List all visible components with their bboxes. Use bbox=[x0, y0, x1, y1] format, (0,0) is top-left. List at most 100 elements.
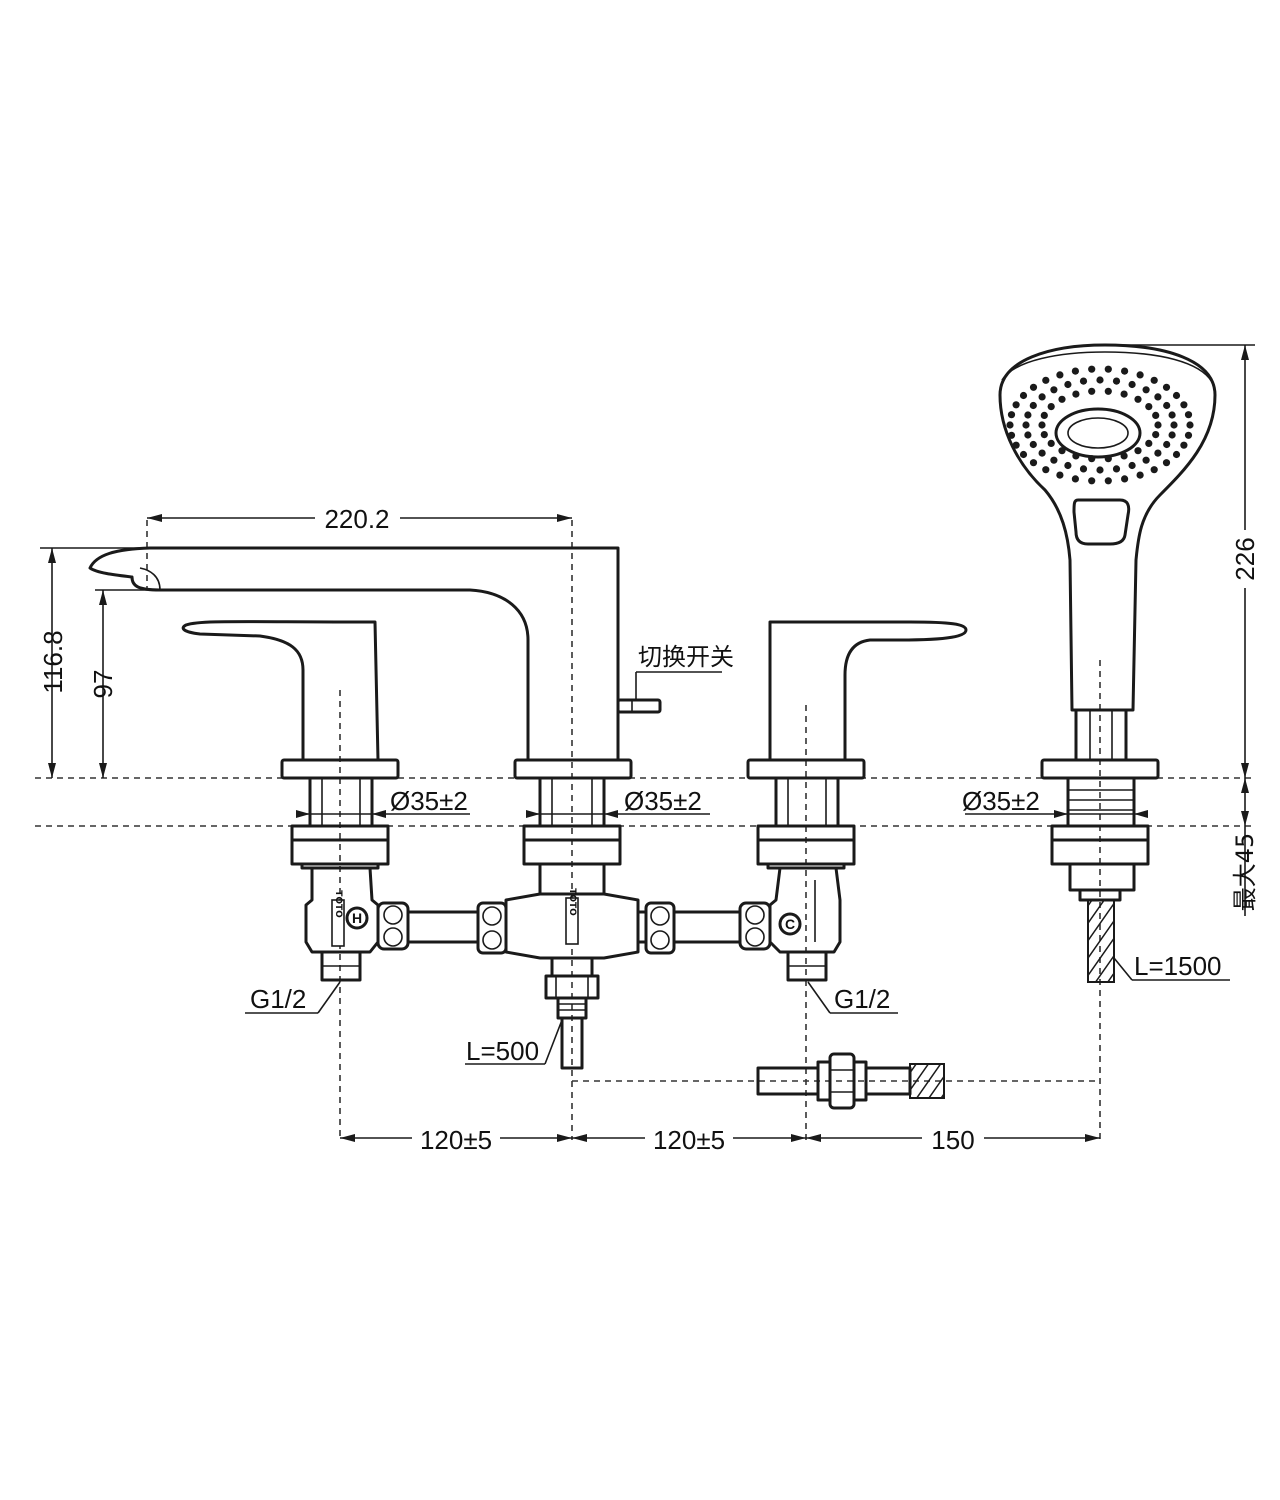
nozzle-dot bbox=[1029, 383, 1038, 391]
nozzle-dot bbox=[1056, 371, 1064, 379]
nozzle-dot bbox=[1088, 365, 1096, 373]
nozzle-dot bbox=[1184, 411, 1193, 419]
nozzle-dot bbox=[1128, 380, 1136, 389]
dimension-spacing-left: 120±5 bbox=[340, 1124, 572, 1155]
dimension-outlet-height: 97 bbox=[88, 589, 160, 778]
nozzle-dot bbox=[1047, 439, 1055, 447]
nozzle-dot bbox=[1134, 447, 1142, 455]
nozzle-dot bbox=[1038, 393, 1046, 401]
dimension-hole-diameter-3: Ø35±2 bbox=[962, 786, 1148, 818]
nozzle-dot bbox=[1186, 421, 1194, 429]
svg-text:120±5: 120±5 bbox=[653, 1125, 725, 1155]
svg-text:97: 97 bbox=[88, 670, 118, 699]
nozzle-dot bbox=[1142, 456, 1150, 464]
nozzle-dot bbox=[1040, 411, 1048, 419]
cold-symbol: C bbox=[785, 916, 795, 932]
callout-inlet-thread-right: G1/2 bbox=[807, 981, 898, 1014]
nozzle-dot bbox=[1120, 390, 1128, 398]
nozzle-dot bbox=[1112, 465, 1121, 473]
hot-symbol: H bbox=[352, 910, 362, 926]
nozzle-dot bbox=[1121, 367, 1129, 375]
nozzle-dot bbox=[1104, 365, 1112, 373]
nozzle-dot bbox=[1024, 431, 1032, 439]
nozzle-dot bbox=[1136, 371, 1144, 379]
nozzle-dot bbox=[1096, 376, 1104, 384]
callout-outlet-hose: L=500 bbox=[465, 1019, 563, 1066]
nozzle-dot bbox=[1058, 447, 1066, 455]
nozzle-dot bbox=[1056, 471, 1064, 479]
svg-text:G1/2: G1/2 bbox=[250, 984, 306, 1014]
nozzle-dot bbox=[1112, 377, 1121, 385]
nozzle-dot bbox=[1172, 450, 1181, 459]
dimension-deck-thickness: 最大45 bbox=[1231, 778, 1259, 916]
nozzle-dot bbox=[1040, 431, 1048, 439]
svg-text:Ø35±2: Ø35±2 bbox=[962, 786, 1040, 816]
dimension-spout-height: 116.8 bbox=[38, 547, 150, 778]
nozzle-dot bbox=[1104, 477, 1112, 485]
nozzle-dot bbox=[1121, 475, 1129, 483]
nozzle-dot bbox=[1006, 421, 1014, 429]
nozzle-dot bbox=[1050, 386, 1058, 394]
nozzle-dot bbox=[1019, 450, 1028, 459]
svg-text:220.2: 220.2 bbox=[324, 504, 389, 534]
nozzle-dot bbox=[1042, 376, 1050, 384]
hot-valve-handle bbox=[181, 620, 400, 780]
nozzle-dot bbox=[1184, 431, 1193, 439]
nozzle-dot bbox=[1163, 401, 1171, 410]
nozzle-dot bbox=[1042, 466, 1050, 474]
nozzle-dot bbox=[1029, 459, 1038, 467]
diverter-knob bbox=[616, 698, 662, 714]
nozzle-dot bbox=[1071, 475, 1079, 483]
svg-text:L=1500: L=1500 bbox=[1134, 951, 1221, 981]
svg-text:最大45: 最大45 bbox=[1231, 833, 1259, 912]
nozzle-dot bbox=[1024, 411, 1032, 419]
callout-diverter-switch: 切换开关 bbox=[635, 643, 734, 700]
callout-inlet-thread-left: G1/2 bbox=[245, 981, 341, 1014]
brand-marking-left: TOTO bbox=[333, 890, 343, 918]
nozzle-dot bbox=[1064, 380, 1072, 389]
nozzle-dot bbox=[1154, 449, 1162, 457]
hand-shower bbox=[998, 343, 1217, 780]
hot-valve-body: TOTO H bbox=[290, 776, 410, 982]
nozzle-dot bbox=[1142, 386, 1150, 394]
nozzle-dot bbox=[1145, 403, 1153, 411]
nozzle-dot bbox=[1029, 440, 1037, 449]
svg-text:Ø35±2: Ø35±2 bbox=[624, 786, 702, 816]
dimension-hole-diameter-2: Ø35±2 bbox=[526, 786, 710, 818]
nozzle-dot bbox=[1104, 387, 1112, 395]
hose-connector-detail bbox=[756, 1052, 945, 1110]
dimension-spacing-handshower: 150 bbox=[806, 1124, 1100, 1155]
nozzle-dot bbox=[1134, 395, 1142, 403]
cold-valve-body: C bbox=[756, 776, 856, 982]
nozzle-dot bbox=[1088, 455, 1096, 463]
nozzle-dot bbox=[1007, 431, 1016, 439]
nozzle-dot bbox=[1145, 439, 1153, 447]
nozzle-dot bbox=[1064, 461, 1072, 470]
nozzle-dot bbox=[1012, 441, 1020, 449]
mixer-body: TOTO bbox=[504, 776, 640, 1070]
nozzle-dot bbox=[1128, 461, 1136, 470]
nozzle-dot bbox=[1162, 383, 1171, 391]
svg-text:G1/2: G1/2 bbox=[834, 984, 890, 1014]
shower-hose bbox=[1087, 899, 1115, 983]
nozzle-dot bbox=[1007, 411, 1016, 419]
nozzle-dot bbox=[1079, 377, 1088, 385]
nozzle-dot bbox=[1029, 401, 1037, 410]
nozzle-dot bbox=[1152, 431, 1160, 439]
nozzle-dot bbox=[1104, 455, 1112, 463]
nozzle-dot bbox=[1088, 387, 1096, 395]
svg-text:切换开关: 切换开关 bbox=[638, 643, 734, 671]
nozzle-dot bbox=[1162, 459, 1171, 467]
nozzle-dot bbox=[1088, 477, 1096, 485]
nozzle-dot bbox=[1136, 471, 1144, 479]
nozzle-dot bbox=[1038, 449, 1046, 457]
nozzle-dots bbox=[1006, 365, 1194, 485]
callout-shower-hose: L=1500 bbox=[1113, 951, 1230, 981]
nozzle-dot bbox=[1096, 466, 1104, 474]
connecting-pipes bbox=[406, 901, 772, 955]
nozzle-dot bbox=[1150, 376, 1158, 384]
dimension-hole-diameter-1: Ø35±2 bbox=[296, 786, 470, 818]
nozzle-dot bbox=[1172, 391, 1181, 400]
dimension-spout-reach: 220.2 bbox=[147, 502, 572, 534]
